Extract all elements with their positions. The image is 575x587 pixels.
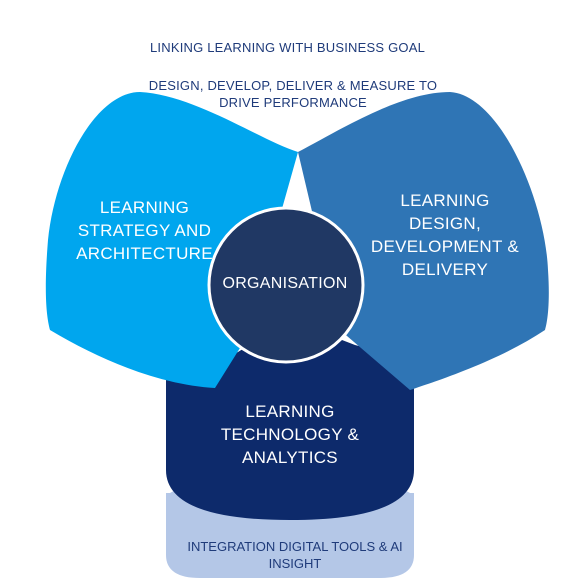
segment-right-label: LEARNING DESIGN, DEVELOPMENT & DELIVERY <box>370 191 520 279</box>
segment-left-label: LEARNING STRATEGY AND ARCHITECTURE <box>76 198 213 263</box>
center-circle <box>207 206 365 364</box>
segment-bottom <box>166 320 414 520</box>
segment-bottom-label: LEARNING TECHNOLOGY & ANALYTICS <box>220 402 360 467</box>
segment-right <box>298 92 549 390</box>
diagram-subtitle: DESIGN, DEVELOP, DELIVER & MEASURE TO DR… <box>148 78 438 110</box>
center-label: ORGANISATION <box>222 275 348 292</box>
base-label: INTEGRATION DIGITAL TOOLS & AI INSIGHT <box>187 539 403 571</box>
diagram-title: LINKING LEARNING WITH BUSINESS GOAL <box>150 40 425 55</box>
